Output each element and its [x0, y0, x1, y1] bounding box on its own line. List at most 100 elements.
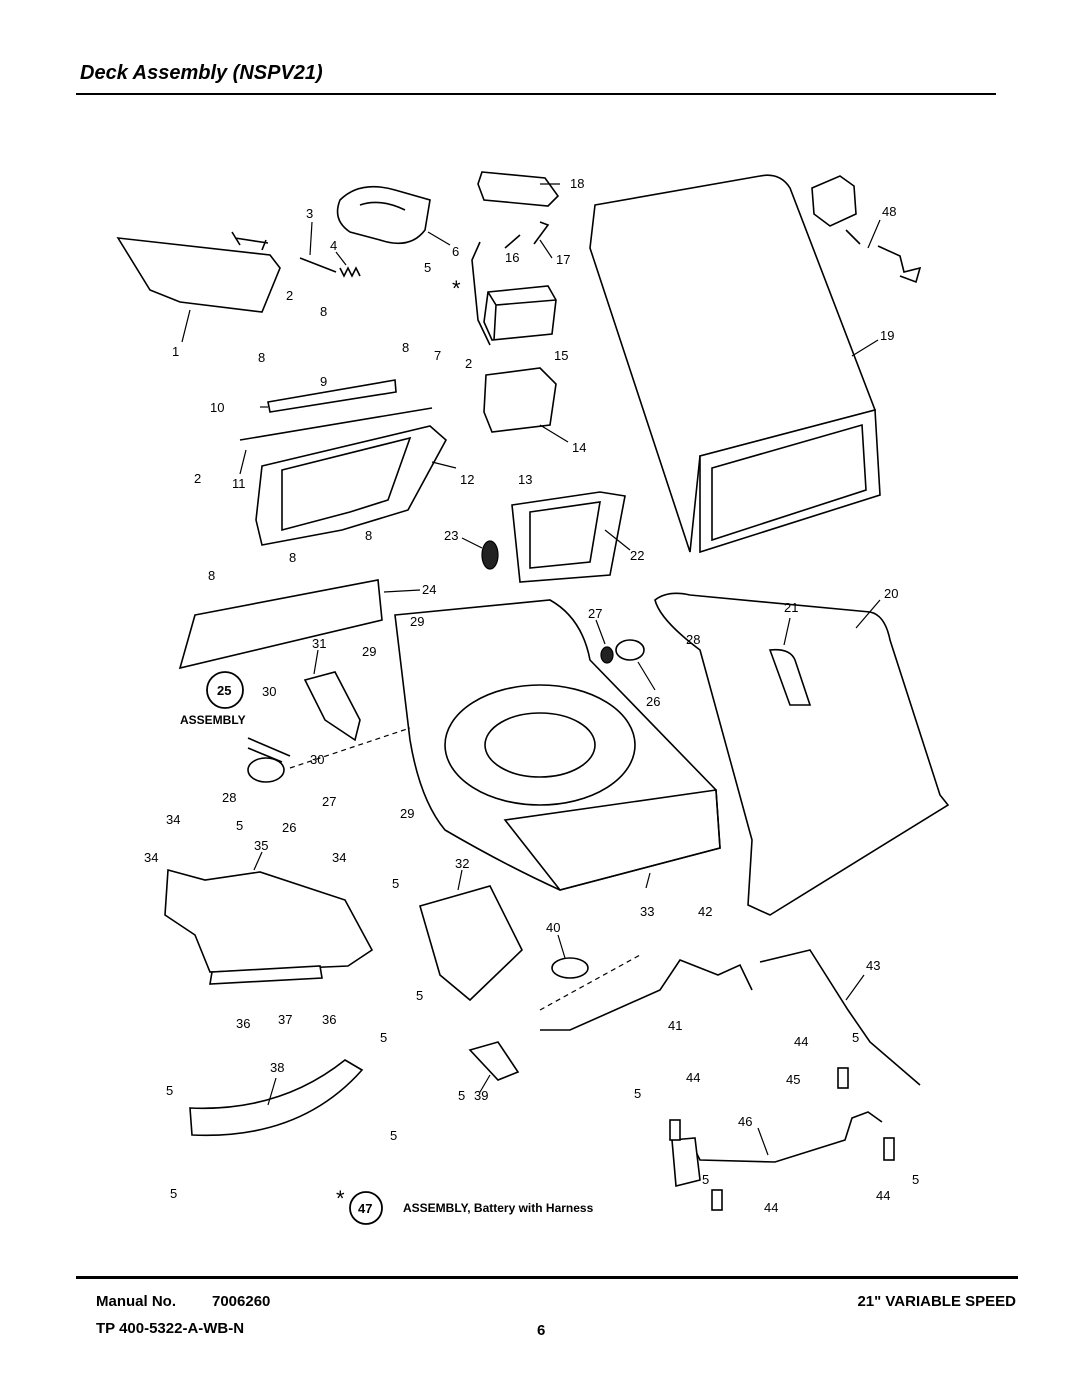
mulch-plate-part: [511, 491, 626, 583]
callout-33: 33: [640, 904, 654, 919]
callout-15: 15: [554, 348, 568, 363]
callout-3: 3: [306, 206, 313, 221]
callout-5f: 5: [166, 1083, 173, 1098]
callout-23: 23: [444, 528, 458, 543]
callout-17: 17: [556, 252, 570, 267]
callout-42: 42: [698, 904, 712, 919]
battery-cover-part: [477, 171, 560, 207]
callout-38: 38: [270, 1060, 284, 1075]
callout-41: 41: [668, 1018, 682, 1033]
callout-2a: 2: [286, 288, 293, 303]
page-title: Deck Assembly (NSPV21): [80, 62, 323, 84]
callout-47: 47: [358, 1201, 372, 1216]
side-cover-part: [164, 868, 374, 985]
callout-39: 39: [474, 1088, 488, 1103]
callout-44b: 44: [686, 1070, 700, 1085]
charger-part: [811, 175, 922, 284]
callout-8f: 8: [208, 568, 215, 583]
callout-18: 18: [570, 176, 584, 191]
callout-28a: 28: [686, 632, 700, 647]
callout-5a: 5: [424, 260, 431, 275]
callout-1: 1: [172, 344, 179, 359]
callout-29c: 29: [400, 806, 414, 821]
asterisk-assembly: *: [336, 1186, 345, 1211]
callout-20: 20: [884, 586, 898, 601]
footer-divider: [76, 1276, 1018, 1279]
callout-5k: 5: [852, 1030, 859, 1045]
callout-12: 12: [460, 472, 474, 487]
callout-25: 25: [217, 683, 231, 698]
callout-34c: 34: [332, 850, 346, 865]
callout-11: 11: [232, 476, 246, 491]
callout-19: 19: [880, 328, 894, 343]
manual-label: Manual No.: [96, 1293, 177, 1310]
bag-frame-part: [255, 425, 448, 546]
rear-flap-part: [116, 231, 281, 313]
callout-29b: 29: [362, 644, 376, 659]
callout-30a: 30: [262, 684, 276, 699]
callout-5g: 5: [390, 1128, 397, 1143]
grass-bag-part: [589, 174, 881, 554]
callout-40: 40: [546, 920, 560, 935]
title-divider: [76, 93, 996, 95]
callout-14: 14: [572, 440, 586, 455]
callout-31: 31: [312, 636, 326, 651]
model-label: 21" VARIABLE SPEED: [857, 1293, 1016, 1310]
callout-27b: 27: [322, 794, 336, 809]
callout-26b: 26: [282, 820, 296, 835]
page-number: 6: [537, 1322, 546, 1339]
callout-45: 45: [786, 1072, 800, 1087]
callout-36a: 36: [236, 1016, 250, 1031]
callout-43: 43: [866, 958, 880, 973]
battery-tray-part: [483, 367, 557, 433]
callout-34a: 34: [166, 812, 180, 827]
callout-30b: 30: [310, 752, 324, 767]
callout-27a: 27: [588, 606, 602, 621]
callout-5c: 5: [392, 876, 399, 891]
callout-44a: 44: [794, 1034, 808, 1049]
battery-assembly-label: ASSEMBLY, Battery with Harness: [403, 1201, 594, 1215]
battery-part: [483, 285, 557, 341]
callout-5j: 5: [634, 1086, 641, 1101]
callout-44d: 44: [764, 1200, 778, 1215]
callout-5b: 5: [236, 818, 243, 833]
callout-29a: 29: [410, 614, 424, 629]
callout-5i: 5: [458, 1088, 465, 1103]
callout-28b: 28: [222, 790, 236, 805]
callout-16: 16: [505, 250, 519, 265]
callout-5m: 5: [702, 1172, 709, 1187]
callout-44c: 44: [876, 1188, 890, 1203]
callout-2c: 2: [194, 471, 201, 486]
callout-10: 10: [210, 400, 224, 415]
callout-8e: 8: [289, 550, 296, 565]
callout-4: 4: [330, 238, 337, 253]
callout-24: 24: [422, 582, 436, 597]
callout-2b: 2: [465, 356, 472, 371]
callout-35: 35: [254, 838, 268, 853]
callout-13: 13: [518, 472, 532, 487]
handle-knob-part: [336, 185, 431, 245]
callout-5l: 5: [912, 1172, 919, 1187]
callout-46: 46: [738, 1114, 752, 1129]
callout-9: 9: [320, 374, 327, 389]
callout-21: 21: [784, 600, 798, 615]
mower-deck-part: [394, 599, 721, 891]
callout-34b: 34: [144, 850, 158, 865]
bag-frame-wire-part: [654, 592, 950, 916]
tp-code: TP 400-5322-A-WB-N: [96, 1320, 245, 1337]
callout-6: 6: [452, 244, 459, 259]
callout-5d: 5: [416, 988, 423, 1003]
callout-36b: 36: [322, 1012, 336, 1027]
callout-5h: 5: [170, 1186, 177, 1201]
callout-32: 32: [455, 856, 469, 871]
callout-26a: 26: [646, 694, 660, 709]
assembly-label: ASSEMBLY: [180, 713, 246, 727]
callout-8a: 8: [320, 304, 327, 319]
callout-8b: 8: [258, 350, 265, 365]
assembly-25-callout: [206, 671, 244, 709]
callout-48: 48: [882, 204, 896, 219]
callout-7: 7: [434, 348, 441, 363]
callout-37: 37: [278, 1012, 292, 1027]
asterisk-battery: *: [452, 276, 461, 301]
